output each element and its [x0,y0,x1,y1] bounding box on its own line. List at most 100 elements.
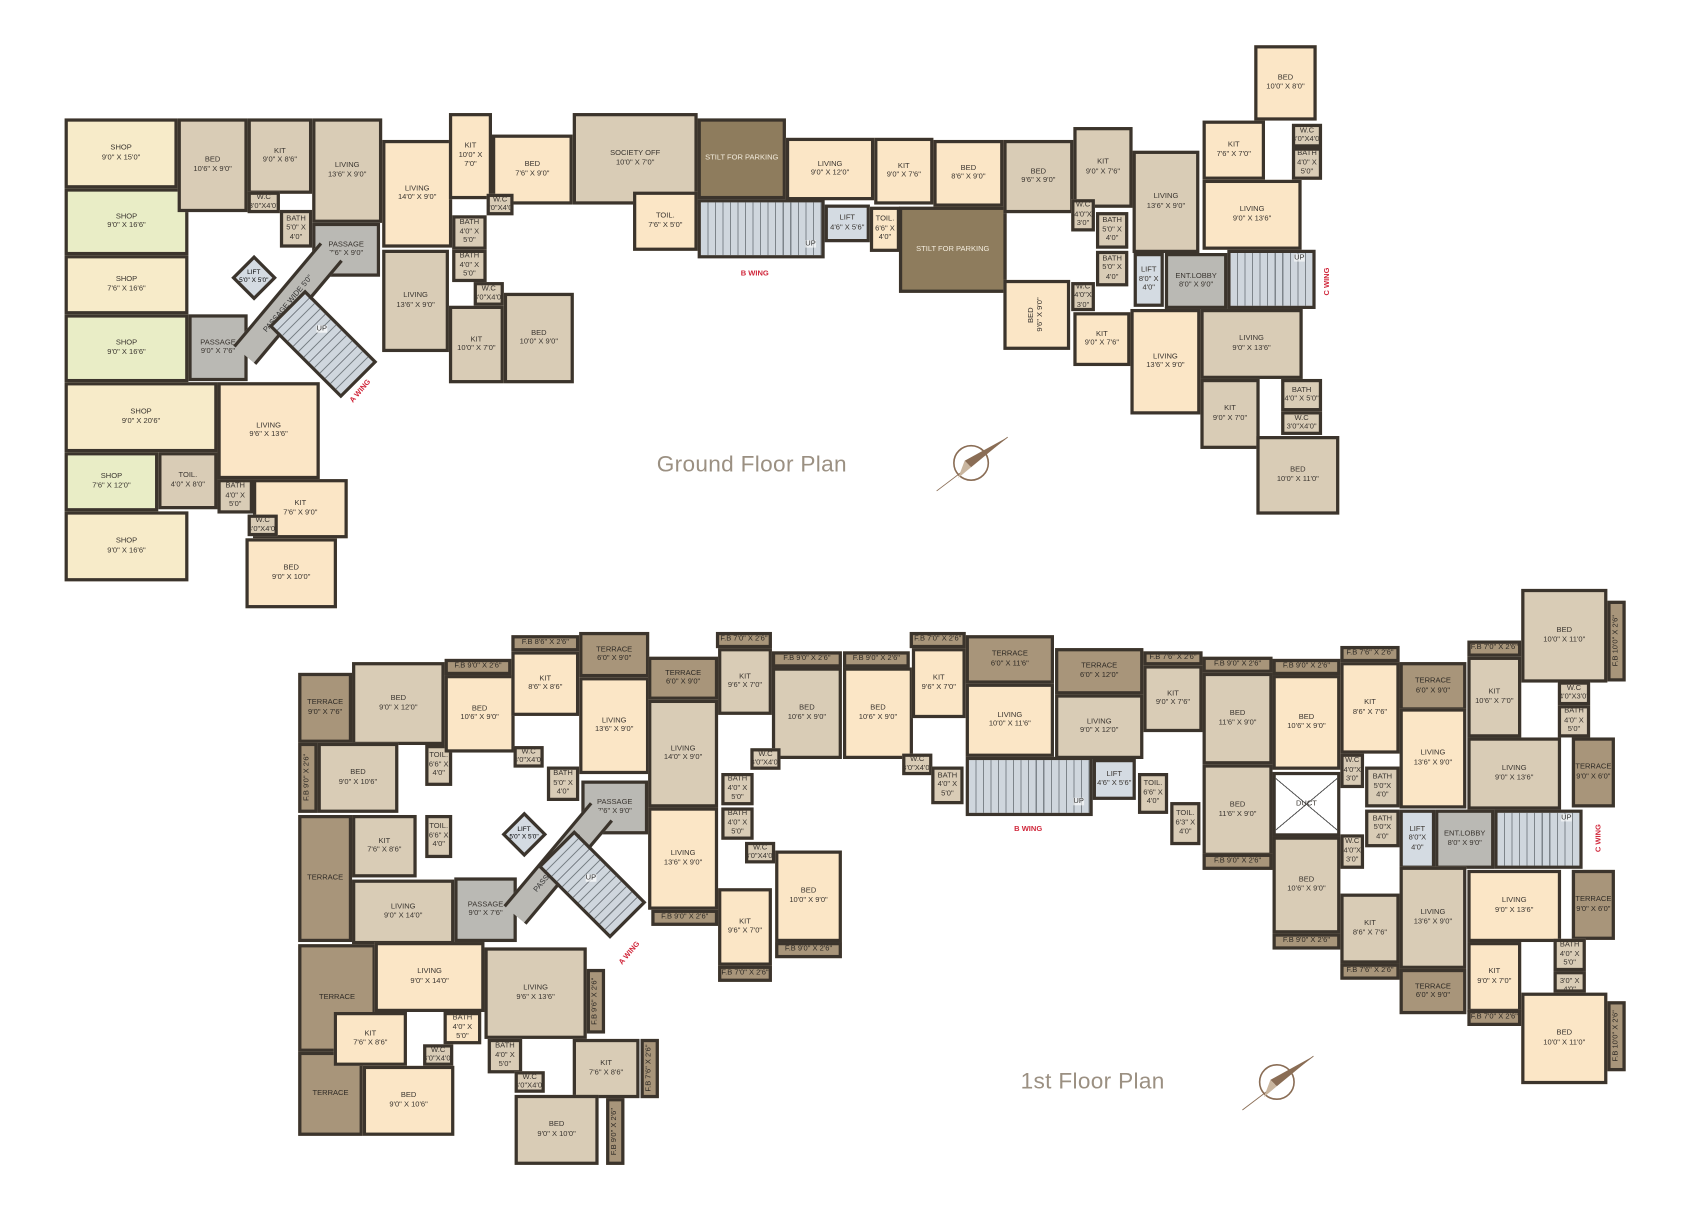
room-toil[interactable]: TOIL.6'6" X 4'0" [1137,772,1169,814]
room-f-b[interactable]: F.B 9'0" X 2'6" [771,651,842,668]
room-f-b[interactable]: F.B 9'0" X 2'6" [651,909,719,926]
staircase-icon[interactable] [1227,249,1316,309]
room-toil[interactable]: TOIL.4'0" X 8'0" [158,452,218,510]
room-f-b[interactable]: F.B 9'0" X 2'6" [842,651,910,668]
room-f-b[interactable]: F.B 9'0" X 2'6" [1202,656,1273,673]
staircase-icon[interactable] [965,756,1093,817]
room-f-b[interactable]: F.B 9'0" X 2'6" [1272,658,1341,676]
room-f-b[interactable]: F.B 9'0" X 2'6" [1202,853,1273,870]
room-f-b[interactable]: F.B 7'0" X 2'6" [718,965,772,982]
room-f-b[interactable]: F.B 7'0" X 2'6" [1467,1009,1522,1026]
room-f-b[interactable]: F.B 7'0" X 2'6" [909,631,966,649]
room-f-b[interactable]: F.B 7'6" X 2'6" [1340,645,1400,663]
room-toil[interactable]: TOIL.6'6" X 4'0" [869,206,901,252]
room-f-b[interactable]: F.B 9'6" X 2'6" [586,968,606,1034]
room-w-c[interactable]: W.C3'0"X4'0" [486,193,514,216]
room-toil[interactable]: TOIL.7'6" X 5'0" [633,191,698,251]
room-stilt-for-parking[interactable]: STILT FOR PARKING [697,118,786,200]
room-f-b[interactable]: F.B 9'0" X 2'6" [1272,933,1341,950]
